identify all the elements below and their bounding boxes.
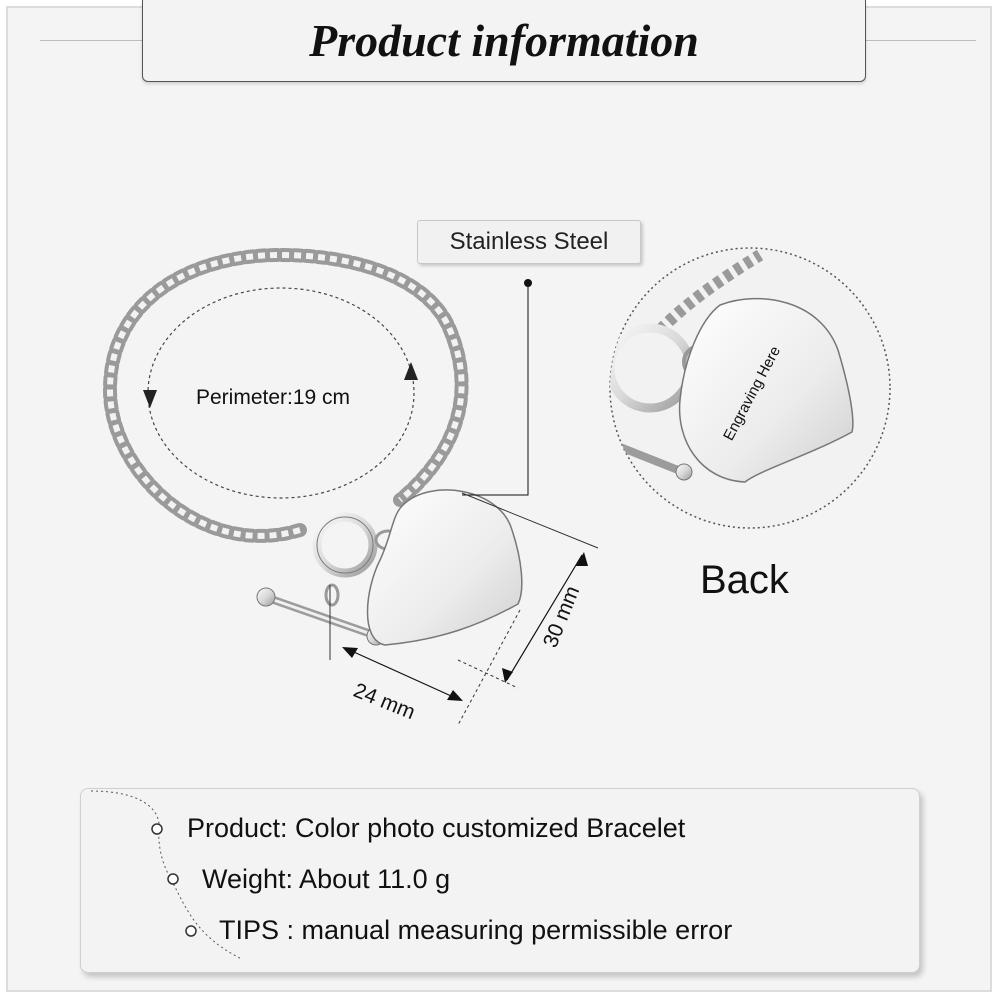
info-decoration (90, 790, 241, 960)
title-divider-left (40, 40, 142, 41)
width-dimension-line (344, 647, 461, 701)
info-row-product: Product: Color photo customized Bracelet (187, 813, 686, 843)
page-title: Product information (309, 15, 699, 66)
height-dimension-line (506, 554, 583, 681)
heart-charm (366, 489, 523, 646)
material-label: Stainless Steel (417, 220, 641, 264)
arrow-right-icon (404, 362, 418, 380)
chain (102, 247, 469, 543)
perimeter-label: Perimeter:19 cm (196, 386, 351, 409)
product-info-box: Product: Color photo customized Bracelet… (80, 788, 920, 973)
heart-back (678, 297, 854, 483)
info-row-weight: Weight: About 11.0 g (202, 864, 451, 894)
arrow-left-icon (143, 390, 157, 408)
info-row-tips: TIPS : manual measuring permissible erro… (219, 915, 733, 945)
title-banner: Product information (142, 0, 866, 82)
back-view-label: Back (700, 558, 789, 602)
pointer-line (462, 283, 529, 496)
title-divider-right (866, 40, 976, 41)
